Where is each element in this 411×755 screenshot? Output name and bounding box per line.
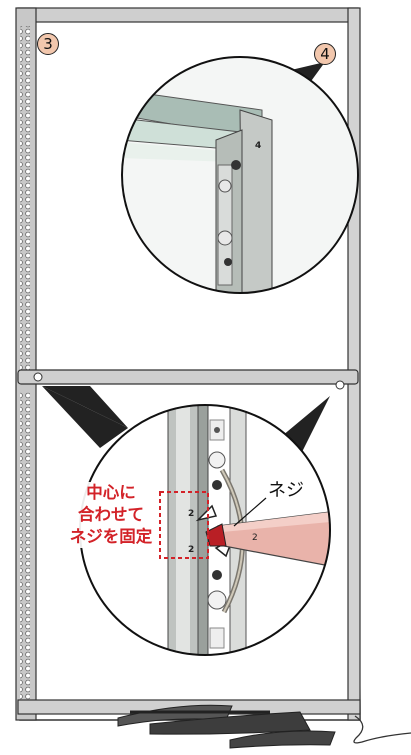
note-line-3: ネジを固定 (69, 527, 153, 546)
base-feet (117, 704, 336, 749)
top-zoom-circle: 4 (121, 56, 359, 294)
rail-mark-b: 2 (188, 545, 194, 555)
top-rail-mark: 4 (255, 141, 261, 151)
center-guide-box (159, 491, 209, 559)
bottom-zoom-circle: 2 2 2 (79, 404, 331, 656)
note-line-2: 合わせて (78, 505, 144, 524)
step-3-badge: 3 (37, 33, 59, 55)
step-4-badge: 4 (314, 43, 336, 65)
screw-leader-line (233, 497, 267, 527)
center-alignment-note: 中心に 合わせて ネジを固定 (63, 482, 159, 548)
note-line-1: 中心に (86, 483, 136, 502)
rail-mark-a: 2 (188, 509, 194, 519)
screwdriver-mark: 2 (252, 533, 258, 543)
bottom-callout-pointer-left-lower (42, 386, 128, 448)
screw-label: ネジ (268, 480, 304, 501)
power-cable (353, 715, 411, 744)
